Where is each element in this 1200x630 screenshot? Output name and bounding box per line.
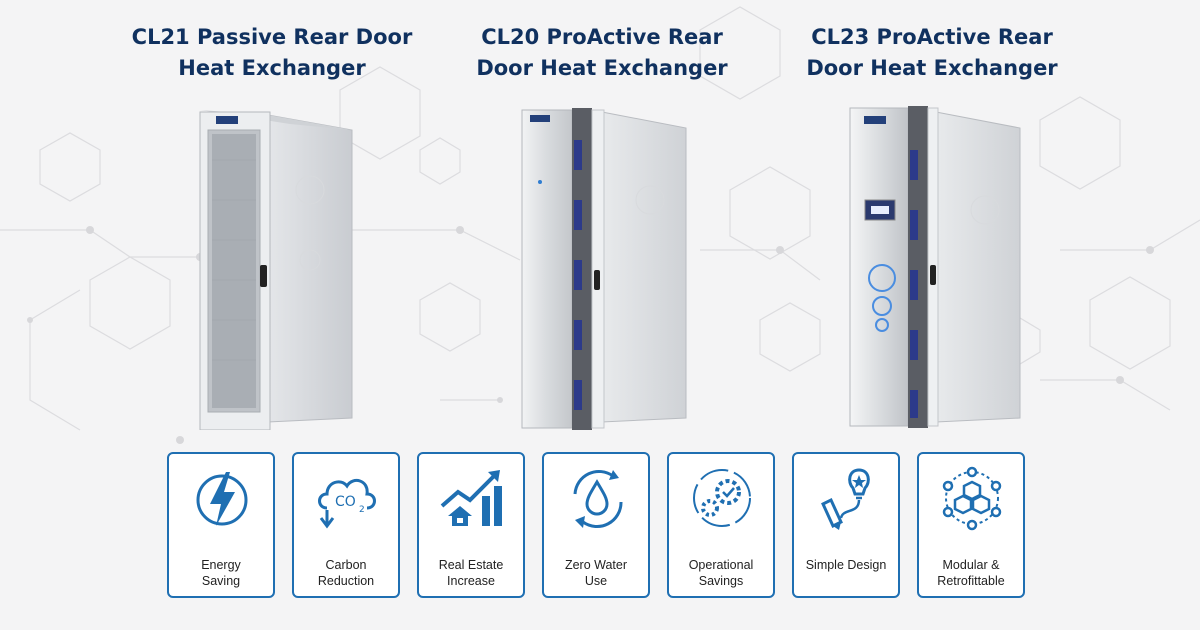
growth-chart-house-icon xyxy=(440,470,502,526)
feature-card-simple-design: Simple Design xyxy=(792,452,900,598)
pencil-lightbulb-icon xyxy=(821,468,870,530)
lightning-bolt-icon xyxy=(196,472,248,526)
cl20-cabinet-image xyxy=(521,108,687,430)
product-title-line1: CL23 ProActive Rear xyxy=(811,25,1053,49)
cl21-cabinet-image xyxy=(199,110,353,430)
water-drop-cycle-icon xyxy=(573,469,623,529)
feature-label: Simple Design xyxy=(805,558,887,572)
svg-text:CO: CO xyxy=(335,494,356,510)
product-title-line1: CL21 Passive Rear Door xyxy=(131,25,413,49)
product-title-line1: CL20 ProActive Rear xyxy=(481,25,723,49)
product-title-line2: Heat Exchanger xyxy=(178,56,366,80)
modular-cubes-icon xyxy=(942,466,1002,531)
product-title-cl21: CL21 Passive Rear Door Heat Exchanger xyxy=(122,22,422,84)
svg-text:2: 2 xyxy=(359,505,365,515)
gears-check-icon xyxy=(693,469,751,527)
feature-label: Modular &Retrofittable xyxy=(937,558,1005,588)
co2-cloud-icon: CO 2 xyxy=(318,478,376,529)
product-title-line2: Door Heat Exchanger xyxy=(476,56,728,80)
feature-card-modular-retrofittable: Modular &Retrofittable xyxy=(917,452,1025,598)
product-title-line2: Door Heat Exchanger xyxy=(806,56,1058,80)
product-title-cl23: CL23 ProActive Rear Door Heat Exchanger xyxy=(782,22,1082,84)
cl23-cabinet-image xyxy=(849,106,1021,428)
product-title-cl20: CL20 ProActive Rear Door Heat Exchanger xyxy=(452,22,752,84)
